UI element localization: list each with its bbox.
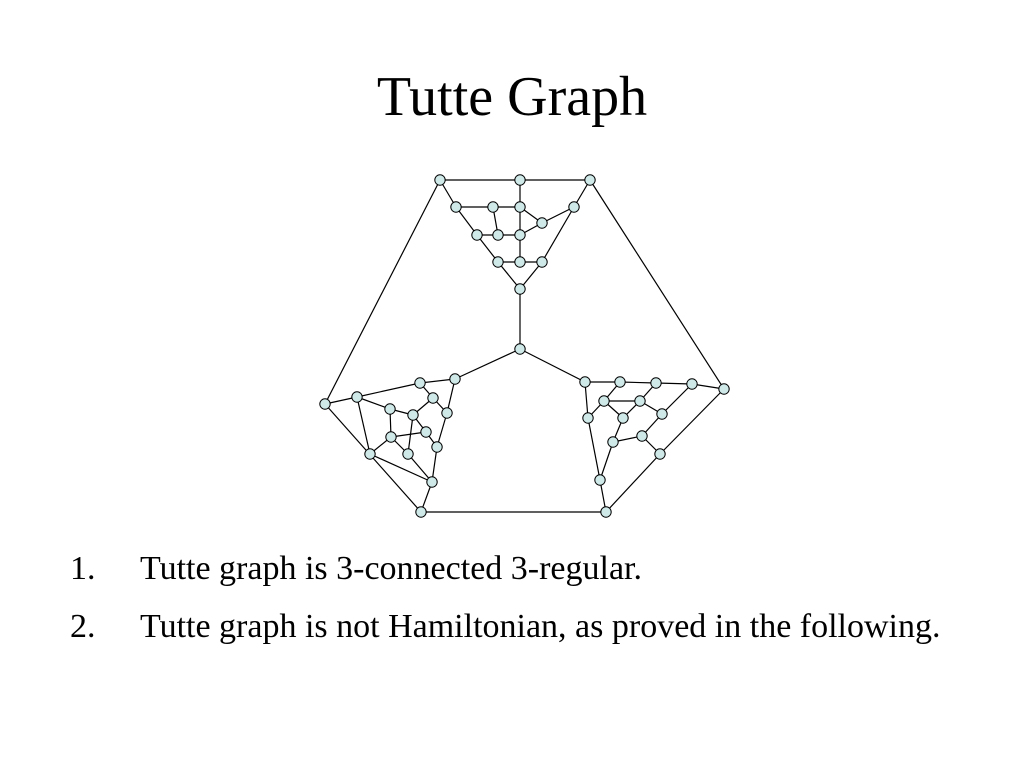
graph-edge [454,348,521,380]
graph-edge [436,412,448,448]
graph-edge [584,381,589,419]
graph-vertex [636,430,648,442]
graph-vertex [568,201,580,213]
graph-vertex [402,448,414,460]
graph-edge [589,179,725,390]
bullet-number: 2. [70,608,96,645]
graph-edge [587,417,601,481]
graph-vertex [431,441,443,453]
graph-vertex [514,343,526,355]
graph-edge [419,378,456,384]
graph-vertex [654,448,666,460]
graph-edge [446,378,456,414]
graph-vertex [607,436,619,448]
graph-vertex [449,373,461,385]
graph-edge [476,234,499,263]
graph-vertex [441,407,453,419]
bullet-item-1: 1. Tutte graph is 3-connected 3-regular. [70,548,970,590]
graph-vertex [471,229,483,241]
graph-edge [356,396,371,455]
graph-vertex [634,395,646,407]
graph-vertex [600,506,612,518]
graph-vertex [598,395,610,407]
graph-vertex [492,229,504,241]
graph-edge [390,431,427,438]
graph-edge [519,261,543,290]
graph-edge [519,348,586,383]
bullet-item-2: 2. Tutte graph is not Hamiltonian, as pr… [70,606,970,648]
graph-edge [369,453,433,483]
graph-vertex [364,448,376,460]
graph-edge [661,383,693,415]
graph-edge [619,381,657,384]
graph-vertex [415,506,427,518]
graph-vertex [650,377,662,389]
graph-vertex [579,376,591,388]
graph-vertex [686,378,698,390]
graph-vertex [536,217,548,229]
graph-edge [407,414,414,455]
graph-vertex [384,403,396,415]
graph-vertex [487,201,499,213]
bullet-list: 1. Tutte graph is 3-connected 3-regular.… [70,548,970,664]
graph-edge [356,396,391,410]
graph-vertex [584,174,596,186]
graph-vertex [582,412,594,424]
graph-vertex [492,256,504,268]
graph-vertex [514,201,526,213]
graph-vertex [420,426,432,438]
slide-title: Tutte Graph [376,66,648,128]
graph-edge [655,382,693,385]
graph-vertex [514,256,526,268]
bullet-text: Tutte graph is not Hamiltonian, as prove… [140,608,941,645]
graph-edge [659,388,725,455]
graph-edge [455,206,478,236]
graph-edge [431,446,438,483]
graph-vertex [614,376,626,388]
graph-vertex [656,408,668,420]
graph-vertex [427,392,439,404]
graph-vertex [450,201,462,213]
bullet-text: Tutte graph is 3-connected 3-regular. [140,550,642,587]
graph-vertex [514,283,526,295]
graph-edge [497,261,521,290]
graph-edge [407,453,433,483]
graph-vertex [385,431,397,443]
graph-vertex [514,174,526,186]
graph-edge [599,441,614,481]
graph-edge [541,206,575,224]
graph-vertices [319,174,730,518]
graph-vertex [594,474,606,486]
graph-vertex [426,476,438,488]
graph-vertex [434,174,446,186]
graph-vertex [351,391,363,403]
graph-vertex [407,409,419,421]
graph-vertex [414,377,426,389]
graph-vertex [536,256,548,268]
graph-vertex [514,229,526,241]
graph-edge [324,179,441,405]
graph-edge [541,206,575,263]
graph-edge [605,453,661,513]
graph-vertex [718,383,730,395]
bullet-number: 1. [70,550,96,587]
graph-edge [356,382,421,398]
graph-vertex [319,398,331,410]
graph-vertex [617,412,629,424]
